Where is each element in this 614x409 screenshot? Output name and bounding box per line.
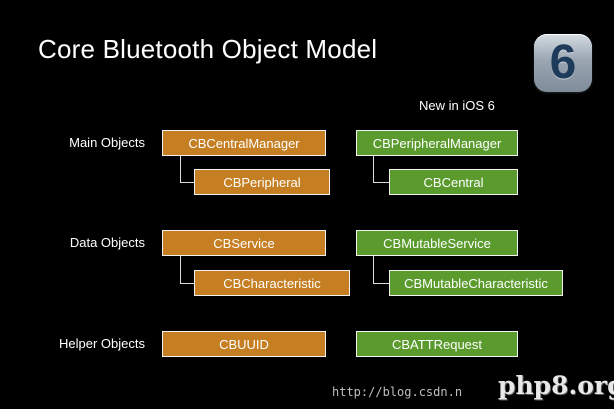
connector-main-left [180,156,195,183]
box-cbcentralmanager: CBCentralManager [162,130,326,156]
row-label-main-objects: Main Objects [69,135,145,150]
connector-main-right [373,156,390,183]
box-cbmutablecharacteristic: CBMutableCharacteristic [389,270,563,296]
box-cbmutableservice: CBMutableService [356,230,518,256]
box-cbperipheralmanager: CBPeripheralManager [356,130,518,156]
page-title: Core Bluetooth Object Model [38,34,378,64]
watermark-logo: php8.org [498,371,614,400]
box-cbperipheral: CBPeripheral [194,169,330,195]
box-cbattrequest: CBATTRequest [356,331,518,357]
ios6-icon: 6 [534,34,592,92]
row-label-data-objects: Data Objects [69,235,145,250]
row-label-helper-objects: Helper Objects [59,336,145,351]
watermark-url: http://blog.csdn.n [332,385,463,399]
box-cbuuid: CBUUID [162,331,326,357]
connector-data-left [180,256,195,284]
box-cbcharacteristic: CBCharacteristic [194,270,350,296]
box-cbcentral: CBCentral [389,169,518,195]
ios-version-number: 6 [549,36,577,89]
connector-data-right [373,256,390,284]
box-cbservice: CBService [162,230,326,256]
new-in-ios-label: New in iOS 6 [419,98,495,113]
